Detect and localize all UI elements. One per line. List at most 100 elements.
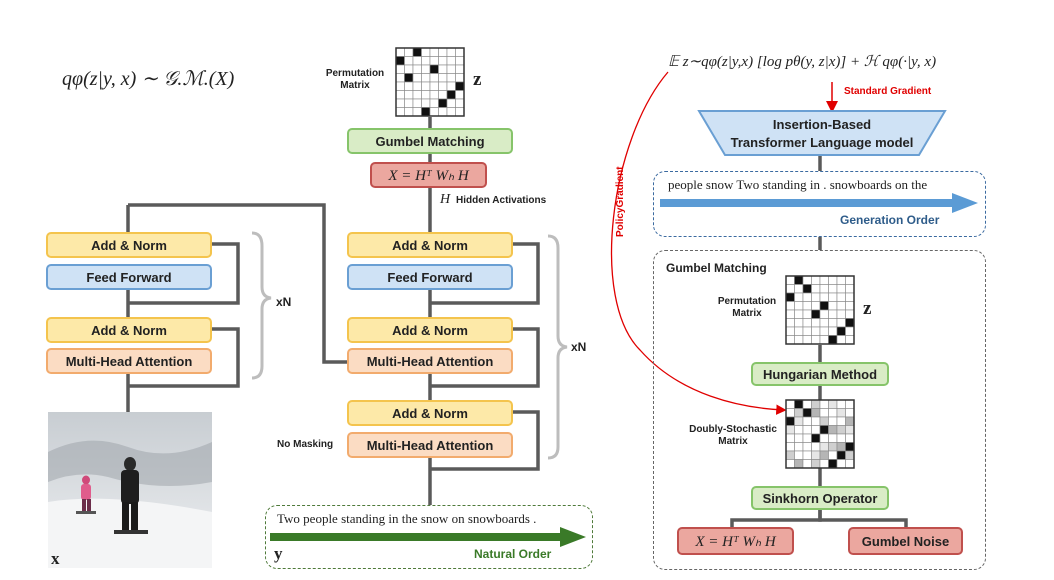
generation-order-arrow (660, 193, 978, 213)
matrix-cell (811, 399, 821, 409)
matrix-cell (455, 81, 465, 91)
encoder-repeat-label: xN (276, 295, 292, 309)
matrix-cell (811, 309, 821, 319)
matrix-cell (785, 275, 795, 285)
no-masking-label: No Masking (277, 439, 334, 450)
matrix-cell (785, 399, 795, 409)
matrix-cell (802, 399, 812, 409)
matrix-cell (845, 416, 855, 426)
matrix-cell (446, 107, 456, 117)
target-sentence: Two people standing in the snow on snowb… (277, 511, 537, 526)
matrix-cell (828, 442, 838, 452)
encoder-add-norm-1: Add & Norm (46, 232, 212, 258)
objective-formula: 𝔼 z∼qφ(z|y,x) [log pθ(y, z|x)] + ℋ qφ(·|… (668, 54, 937, 70)
matrix-cell (412, 90, 422, 100)
matrix-cell (802, 335, 812, 345)
matrix-cell (828, 408, 838, 418)
matrix-cell (429, 90, 439, 100)
matrix-cell (836, 399, 846, 409)
right-permutation-matrix (785, 275, 855, 345)
matrix-cell (811, 326, 821, 336)
matrix-cell (395, 90, 405, 100)
right-x-formula: X = Hᵀ Wₕ H (677, 527, 794, 555)
generated-sentence: people snow Two standing in . snowboards… (668, 177, 928, 192)
matrix-cell (395, 56, 405, 66)
matrix-cell (845, 408, 855, 418)
matrix-cell (404, 56, 414, 66)
matrix-cell (421, 81, 431, 91)
matrix-cell (446, 73, 456, 83)
matrix-cell (819, 450, 829, 460)
matrix-cell (819, 318, 829, 328)
matrix-cell (438, 64, 448, 74)
matrix-cell (828, 425, 838, 435)
matrix-cell (845, 450, 855, 460)
matrix-cell (819, 309, 829, 319)
matrix-cell (404, 73, 414, 83)
matrix-cell (819, 399, 829, 409)
natural-order-arrow (270, 527, 586, 547)
matrix-cell (404, 98, 414, 108)
matrix-cell (404, 47, 414, 57)
matrix-cell (811, 459, 821, 469)
matrix-cell (828, 326, 838, 336)
matrix-cell (455, 47, 465, 57)
matrix-cell (446, 64, 456, 74)
matrix-cell (429, 81, 439, 91)
matrix-cell (404, 107, 414, 117)
matrix-cell (412, 81, 422, 91)
matrix-cell (811, 408, 821, 418)
natural-order-label: Natural Order (474, 547, 552, 561)
matrix-cell (819, 433, 829, 443)
doubly-stochastic-matrix (785, 399, 855, 469)
matrix-cell (785, 459, 795, 469)
matrix-cell (802, 301, 812, 311)
matrix-cell (785, 318, 795, 328)
encoder-add-norm-2: Add & Norm (46, 317, 212, 343)
matrix-cell (785, 292, 795, 302)
matrix-cell (412, 47, 422, 57)
language-model-line-1: Insertion-Based (772, 117, 872, 132)
matrix-border (395, 47, 465, 117)
matrix-cell (794, 416, 804, 426)
matrix-cell (421, 90, 431, 100)
matrix-cell (802, 416, 812, 426)
matrix-cell (794, 399, 804, 409)
matrix-cell (785, 425, 795, 435)
matrix-cell (421, 107, 431, 117)
matrix-cell (785, 301, 795, 311)
matrix-cell (836, 408, 846, 418)
matrix-cell (455, 107, 465, 117)
gumbel-matching-panel (653, 250, 986, 570)
decoder-repeat-label: xN (571, 340, 587, 354)
decoder-feed-forward: Feed Forward (347, 264, 513, 290)
input-variable-x: x (51, 549, 60, 568)
matrix-cell (828, 450, 838, 460)
matrix-cell (794, 284, 804, 294)
matrix-cell (836, 450, 846, 460)
matrix-cell (836, 459, 846, 469)
matrix-cell (785, 335, 795, 345)
matrix-cell (455, 73, 465, 83)
right-z-variable: z (863, 298, 872, 319)
matrix-cell (802, 318, 812, 328)
decoder-multi-head-attention-1: Multi-Head Attention (347, 348, 513, 374)
matrix-cell (438, 73, 448, 83)
matrix-cell (819, 335, 829, 345)
matrix-cell (785, 450, 795, 460)
matrix-cell (819, 425, 829, 435)
encoder-multi-head-attention: Multi-Head Attention (46, 348, 212, 374)
decoder-gumbel-matching: Gumbel Matching (347, 128, 513, 154)
matrix-cell (811, 275, 821, 285)
decoder-add-norm-3: Add & Norm (347, 400, 513, 426)
decoder-x-formula: X = Hᵀ Wₕ H (370, 162, 487, 188)
matrix-cell (845, 275, 855, 285)
matrix-cell (404, 64, 414, 74)
matrix-cell (794, 442, 804, 452)
matrix-cell (845, 399, 855, 409)
matrix-cell (802, 292, 812, 302)
matrix-cell (455, 90, 465, 100)
matrix-cell (819, 408, 829, 418)
matrix-cell (794, 450, 804, 460)
matrix-cell (836, 416, 846, 426)
